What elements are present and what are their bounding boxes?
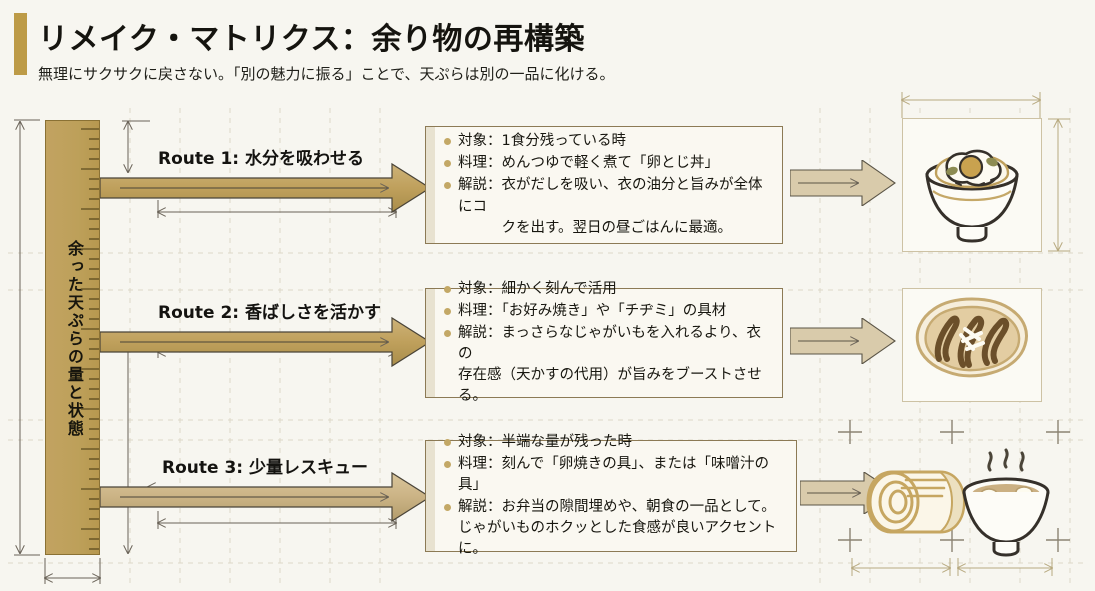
- route-1-label: Route 1: 水分を吸わせる: [158, 149, 364, 169]
- page-subtitle: 無理にサクサクに戻さない。「別の魅力に振る」ことで、天ぷらは別の一品に化ける。: [38, 65, 615, 83]
- donburi-egg-bowl-icon: [925, 149, 1019, 243]
- bullet-dot-icon: [444, 160, 451, 168]
- bullet-dot-icon: [444, 138, 451, 146]
- route-1-row-1-text: 料理：めんつゆで軽く煮て「卵とじ丼」: [458, 155, 719, 172]
- route-2-row-0-text: 対象：細かく刻んで活用: [458, 280, 617, 297]
- route-2-row-2-text: 解説：まっさらなじゃがいもを入れるより、衣の 存在感（天かすの代用）が旨みをブー…: [458, 324, 762, 405]
- list-item: 料理：めんつゆで軽く煮て「卵とじ丼」: [444, 153, 774, 174]
- bullet-dot-icon: [444, 504, 451, 511]
- route-3-arrow: [100, 471, 430, 523]
- vertical-axis-ruler: 余った天ぷらの量と状態: [45, 120, 100, 555]
- route-3-row-1-text: 料理：刻んで「卵焼きの具」、または「味噌汁の具」: [458, 455, 770, 493]
- list-item: 対象：半端な量が残った時: [444, 432, 788, 453]
- route-2-row-1-text: 料理：「お好み焼き」や「チヂミ」の具材: [458, 302, 727, 319]
- bullet-dot-icon: [444, 438, 451, 446]
- list-item: 対象：細かく刻んで活用: [444, 279, 774, 300]
- list-item: 解説：お弁当の隙間埋めや、朝食の一品として。 じゃがいものホクッとした食感が良い…: [444, 497, 788, 560]
- route-3-row-2-text: 解説：お弁当の隙間埋めや、朝食の一品として。 じゃがいものホクッとした食感が良い…: [458, 499, 777, 558]
- bullet-dot-icon: [444, 460, 451, 468]
- route-2-rows: 対象：細かく刻んで活用 料理：「お好み焼き」や「チヂミ」の具材 解説：まっさらな…: [444, 281, 774, 404]
- connector-arrow-1: [790, 160, 896, 206]
- list-item: 解説：まっさらなじゃがいもを入れるより、衣の 存在感（天かすの代用）が旨みをブー…: [444, 323, 774, 407]
- route-3-label: Route 3: 少量レスキュー: [162, 458, 368, 478]
- page-title: リメイク・マトリクス：余り物の再構築: [38, 22, 585, 57]
- list-item: 料理：刻んで「卵焼きの具」、または「味噌汁の具」: [444, 454, 788, 496]
- route-2-label: Route 2: 香ばしさを活かす: [158, 303, 381, 323]
- route-1-detail-box[interactable]: 対象：1食分残っている時 料理：めんつゆで軽く煮て「卵とじ丼」 解説：衣がだしを…: [425, 126, 783, 244]
- vertical-axis-label: 余った天ぷらの量と状態: [64, 239, 84, 438]
- route-3[interactable]: Route 3: 少量レスキュー: [100, 445, 430, 535]
- bullet-dot-icon: [444, 182, 451, 190]
- vertical-axis-label-wrap: 余った天ぷらの量と状態: [46, 121, 101, 556]
- route-1-row-2-text: 解説：衣がだしを吸い、衣の油分と旨みが全体にコ クを出す。翌日の昼ごはんに最適。: [458, 177, 763, 236]
- okonomiyaki-icon: [915, 297, 1028, 378]
- list-item: 対象：1食分残っている時: [444, 131, 774, 152]
- route-3-rows: 対象：半端な量が残った時 料理：刻んで「卵焼きの具」、または「味噌汁の具」 解説…: [444, 434, 788, 557]
- route-1-arrow: [100, 162, 430, 214]
- route-2[interactable]: Route 2: 香ばしさを活かす: [100, 290, 430, 380]
- route-2-detail-box[interactable]: 対象：細かく刻んで活用 料理：「お好み焼き」や「チヂミ」の具材 解説：まっさらな…: [425, 281, 783, 404]
- list-item: 解説：衣がだしを吸い、衣の油分と旨みが全体にコ クを出す。翌日の昼ごはんに最適。: [444, 175, 774, 238]
- route-1-rows: 対象：1食分残っている時 料理：めんつゆで軽く煮て「卵とじ丼」 解説：衣がだしを…: [444, 127, 774, 243]
- list-item: 料理：「お好み焼き」や「チヂミ」の具材: [444, 301, 774, 322]
- route-3-illustration-frame: [848, 440, 1060, 560]
- header: リメイク・マトリクス：余り物の再構築 無理にサクサクに戻さない。「別の魅力に振る…: [0, 0, 1095, 96]
- connector-arrow-2: [790, 318, 896, 364]
- bullet-dot-icon: [444, 307, 451, 315]
- route-3-detail-box[interactable]: 対象：半端な量が残った時 料理：刻んで「卵焼きの具」、または「味噌汁の具」 解説…: [425, 434, 797, 557]
- route-1-illustration-frame: [902, 118, 1042, 252]
- header-accent-bar: [14, 13, 27, 75]
- ruler-tick-marks: [81, 128, 99, 550]
- bullet-dot-icon: [444, 329, 451, 337]
- route-1[interactable]: Route 1: 水分を吸わせる: [100, 126, 430, 216]
- route-2-illustration-frame: [902, 288, 1042, 402]
- route-1-row-0-text: 対象：1食分残っている時: [458, 133, 626, 150]
- route-3-row-0-text: 対象：半端な量が残った時: [458, 433, 632, 450]
- bullet-dot-icon: [444, 285, 451, 293]
- route-2-arrow: [100, 316, 430, 368]
- tamagoyaki-and-misosoup-icon: [866, 448, 1050, 557]
